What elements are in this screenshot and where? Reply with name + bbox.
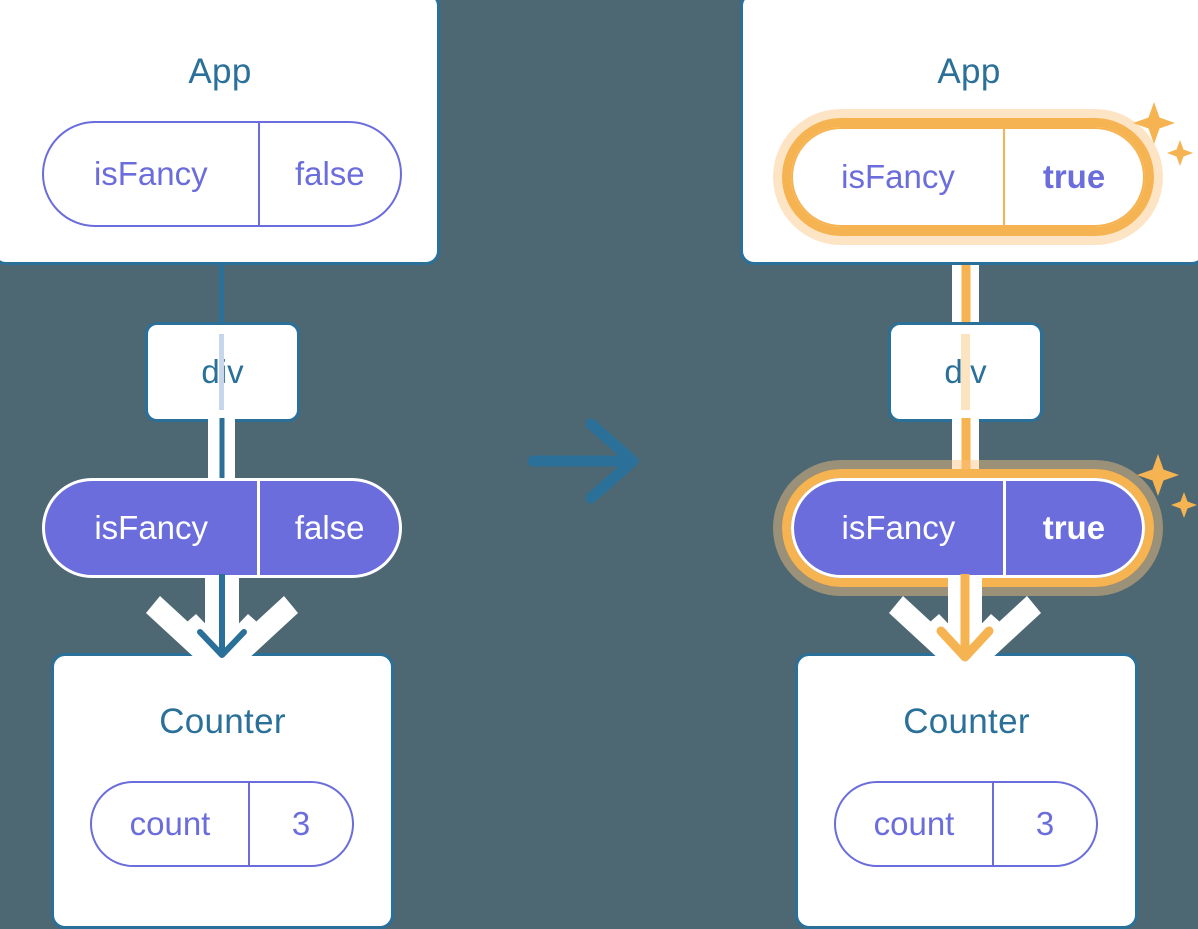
prop-trace-through-div-after bbox=[961, 334, 970, 410]
counter-state-pill-before[interactable]: count 3 bbox=[90, 781, 354, 867]
app-title-after: App bbox=[937, 52, 1001, 91]
connector-div-to-prop-before bbox=[208, 418, 235, 484]
pill-name: isFancy bbox=[841, 158, 955, 195]
pill-value: 3 bbox=[992, 783, 1096, 865]
pill-value: false bbox=[257, 123, 400, 225]
prop-pill-after[interactable]: isFancy true bbox=[791, 478, 1145, 578]
transition-arrow-icon bbox=[527, 418, 639, 504]
sparkle-icon bbox=[1133, 102, 1193, 166]
pill-value: true bbox=[1002, 481, 1142, 575]
pill-name: isFancy bbox=[841, 509, 956, 546]
sparkles-app-state-after bbox=[1128, 96, 1198, 174]
pill-name: isFancy bbox=[94, 509, 209, 546]
pill-value: false bbox=[257, 481, 399, 575]
pill-name: count bbox=[873, 805, 955, 842]
pill-name: isFancy bbox=[93, 155, 208, 192]
highlight-ring-app-state-after bbox=[782, 118, 1154, 236]
app-state-pill-before[interactable]: isFancy false bbox=[42, 121, 402, 227]
app-state-pill-after[interactable]: isFancy true bbox=[791, 127, 1145, 227]
counter-state-pill-after[interactable]: count 3 bbox=[834, 781, 1098, 867]
app-title-before: App bbox=[188, 52, 252, 91]
prop-trace-through-div-before bbox=[219, 334, 224, 410]
prop-pill-before[interactable]: isFancy false bbox=[42, 478, 402, 578]
pill-name: count bbox=[129, 805, 211, 842]
sparkle-icon bbox=[1137, 454, 1197, 518]
counter-title-before: Counter bbox=[159, 702, 286, 741]
pill-value: true bbox=[1003, 129, 1143, 225]
counter-title-after: Counter bbox=[903, 702, 1030, 741]
connector-app-to-div-before bbox=[219, 262, 224, 324]
pill-value: 3 bbox=[248, 783, 352, 865]
sparkles-prop-pill-after bbox=[1132, 448, 1198, 526]
